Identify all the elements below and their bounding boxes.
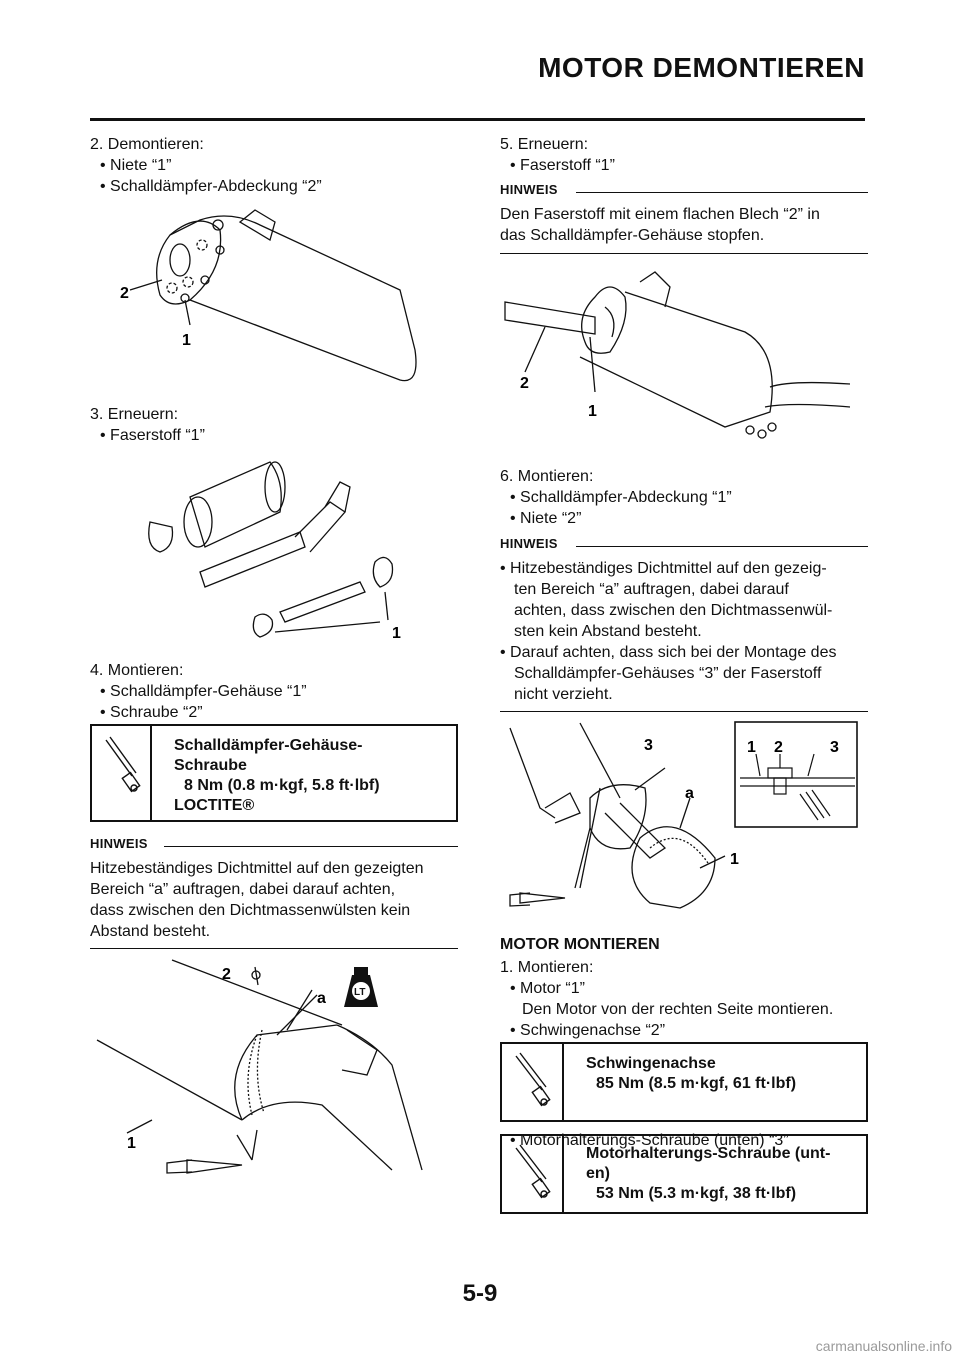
step-5-title: 5. Erneuern: — [500, 136, 589, 153]
step-5-item-1: • Faserstoff “1” — [510, 157, 615, 174]
install-step-1-title: 1. Montieren: — [500, 959, 594, 976]
torque-spec-loctite: LOCTITE® — [174, 797, 255, 814]
hinweis2-line-7: nicht verzieht. — [514, 686, 613, 703]
install-item-3: • Motorhalterungs-Schraube (unten) “3” — [510, 1132, 789, 1149]
torque-spec-box: Motorhalterungs-Schraube (unt- en) 53 Nm… — [500, 1134, 868, 1214]
hinweis2-line-6: Schalldämpfer-Gehäuses “3” der Faserstof… — [514, 665, 822, 682]
fig5-label-3: 3 — [644, 737, 653, 754]
hinweis-label: HINWEIS — [500, 536, 558, 551]
fig2-label-1: 1 — [392, 625, 401, 642]
torque-spec-value: 53 Nm (5.3 m·kgf, 38 ft·lbf) — [596, 1185, 797, 1202]
hinweis-line-1: Hitzebeständiges Dichtmittel auf den gez… — [90, 860, 424, 877]
torque-spec-name-2: Schraube — [174, 757, 247, 774]
fig3-label-1: 1 — [127, 1135, 136, 1152]
torque-spec-name-2: en) — [586, 1165, 610, 1182]
torque-wrench-icon — [515, 1052, 551, 1107]
step-2-item-2: • Schalldämpfer-Abdeckung “2” — [100, 178, 322, 195]
torque-spec-box: Schwingenachse 85 Nm (8.5 m·kgf, 61 ft·l… — [500, 1042, 868, 1122]
fig4-label-1: 1 — [588, 403, 597, 420]
fig5-inset-label-1: 1 — [747, 739, 756, 756]
step-4-item-1: • Schalldämpfer-Gehäuse “1” — [100, 683, 307, 700]
page-title: MOTOR DEMONTIEREN — [538, 52, 865, 83]
install-item-1: • Motor “1” — [510, 980, 585, 997]
loctite-label: LT — [354, 987, 365, 998]
hinweis2-end-rule — [500, 711, 868, 712]
detail-inset: 1 2 3 — [734, 721, 858, 828]
muffler-housing-figure: 1 2 3 3 a 1 — [509, 721, 858, 909]
fig4-label-2: 2 — [520, 375, 529, 392]
step-3-item-1: • Faserstoff “1” — [100, 427, 205, 444]
fig3-label-2: 2 — [222, 966, 231, 983]
sealant-application-figure: LT 2 a 1 — [96, 959, 423, 1174]
hinweis-label: HINWEIS — [90, 836, 148, 851]
hinweis2-line-2: ten Bereich “a” auftragen, dabei darauf — [514, 581, 789, 598]
torque-spec-name: Schwingenachse — [586, 1055, 716, 1072]
fig5-label-1: 1 — [730, 851, 739, 868]
hinweis-line-4: Abstand besteht. — [90, 923, 211, 940]
torque-wrench-icon — [105, 736, 141, 793]
step-2-item-1: • Niete “1” — [100, 157, 172, 174]
loctite-icon: LT — [344, 967, 378, 1007]
hinweis-label: HINWEIS — [500, 182, 558, 197]
hinweis1-line-1: Den Faserstoff mit einem flachen Blech “… — [500, 206, 820, 223]
torque-spec-box: Schalldämpfer-Gehäuse- Schraube 8 Nm (0.… — [90, 724, 458, 822]
hinweis2-line-4: sten kein Abstand besteht. — [514, 623, 702, 640]
torque-wrench-cell — [502, 1044, 564, 1120]
torque-spec-value: 85 Nm (8.5 m·kgf, 61 ft·lbf) — [596, 1075, 797, 1092]
fig1-label-1: 1 — [182, 332, 191, 349]
page-number: 5-9 — [462, 1280, 498, 1307]
fiber-exploded-figure: 1 — [148, 461, 401, 642]
torque-spec-name-1: Schalldämpfer-Gehäuse- — [174, 737, 363, 754]
fig5-inset-label-3: 3 — [830, 739, 839, 756]
fig3-label-a: a — [317, 990, 326, 1007]
hinweis1-line-2: das Schalldämpfer-Gehäuse stopfen. — [500, 227, 765, 244]
torque-spec-name-1: Motorhalterungs-Schraube (unt- — [586, 1145, 831, 1162]
fig5-label-a: a — [685, 785, 694, 802]
hinweis-rule — [576, 192, 868, 193]
step-6-item-2: • Niete “2” — [510, 510, 582, 527]
step-2-title: 2. Demontieren: — [90, 136, 204, 153]
step-6-title: 6. Montieren: — [500, 468, 594, 485]
hinweis2-line-1: • Hitzebeständiges Dichtmittel auf den g… — [500, 560, 827, 577]
hinweis2-line-5: • Darauf achten, dass sich bei der Monta… — [500, 644, 837, 661]
hinweis-line-3: dass zwischen den Dichtmassenwülsten kei… — [90, 902, 411, 919]
step-6-item-1: • Schalldämpfer-Abdeckung “1” — [510, 489, 732, 506]
install-item-1-note: Den Motor von der rechten Seite montiere… — [522, 1001, 834, 1018]
install-item-2: • Schwingenachse “2” — [510, 1022, 666, 1039]
step-3-title: 3. Erneuern: — [90, 406, 179, 423]
torque-wrench-cell — [92, 726, 152, 820]
section-heading: MOTOR MONTIEREN — [500, 936, 660, 953]
torque-wrench-icon — [515, 1144, 551, 1199]
hinweis-rule — [576, 546, 868, 547]
fig5-inset-label-2: 2 — [774, 739, 783, 756]
header-rule — [90, 118, 865, 121]
torque-wrench-cell — [502, 1136, 564, 1212]
fig1-label-2: 2 — [120, 285, 129, 302]
step-4-title: 4. Montieren: — [90, 662, 184, 679]
muffler-cover-figure: 2 1 — [120, 209, 417, 382]
hinweis-rule — [164, 846, 458, 847]
hinweis-end-rule — [90, 948, 458, 949]
hinweis1-end-rule — [500, 253, 868, 254]
torque-spec-value: 8 Nm (0.8 m·kgf, 5.8 ft·lbf) — [184, 777, 380, 794]
step-4-item-2: • Schraube “2” — [100, 704, 203, 721]
hinweis-line-2: Bereich “a” auftragen, dabei darauf acht… — [90, 881, 396, 898]
watermark: carmanualsonline.info — [815, 1338, 952, 1354]
fiber-stuffing-figure: 2 1 — [504, 271, 851, 439]
hinweis2-line-3: achten, dass zwischen den Dichtmassenwül… — [514, 602, 833, 619]
